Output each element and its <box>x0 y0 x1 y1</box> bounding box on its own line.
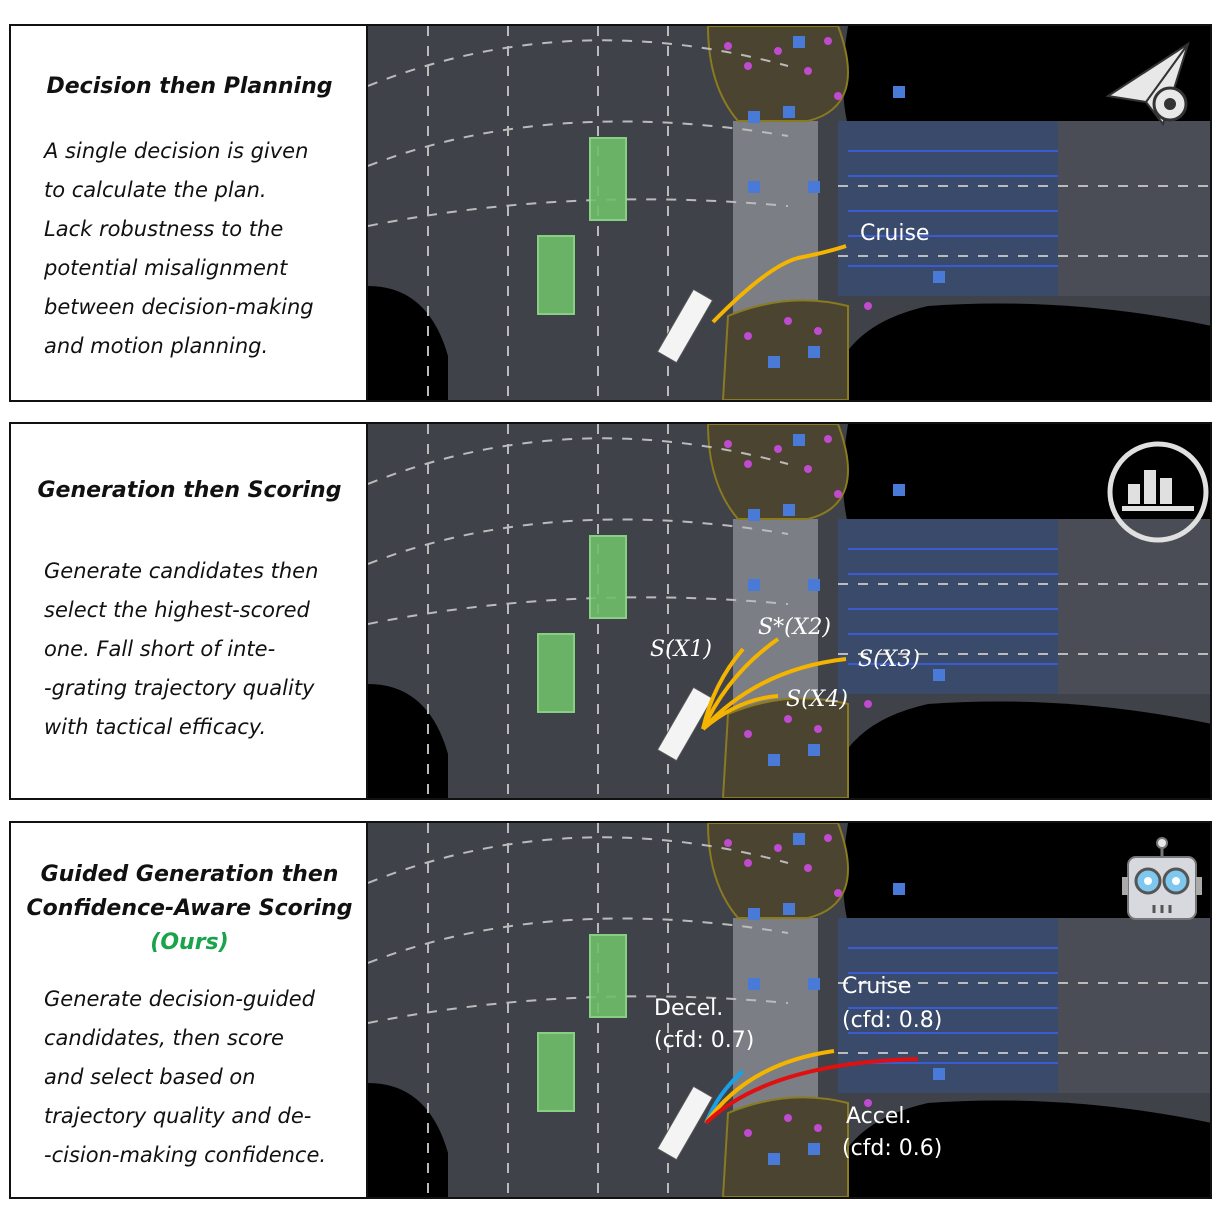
panel-1-line: potential misalignment <box>44 256 288 280</box>
accel-label: Accel. <box>846 1104 912 1129</box>
cruise-trajectory <box>704 1049 835 1125</box>
panel-3-line: and select based on <box>44 1065 256 1089</box>
green-vehicle <box>537 235 575 315</box>
panel-1-line: to calculate the plan. <box>44 178 267 202</box>
panel-3-line: -cision-making confidence. <box>44 1143 327 1167</box>
panel-2-title: Generation then Scoring <box>11 474 368 508</box>
map-background <box>368 823 1210 1197</box>
accel-trajectory <box>704 1057 919 1125</box>
cyclists <box>748 434 945 766</box>
panel-1-line: and motion planning. <box>44 334 269 358</box>
cruise-label: Cruise <box>860 221 929 246</box>
panel-3-line: candidates, then score <box>44 1026 284 1050</box>
map-scene-3: Decel. (cfd: 0.7) Cruise (cfd: 0.8) Acce… <box>368 823 1210 1197</box>
panel-3-title: Guided Generation then Confidence-Aware … <box>11 858 368 960</box>
score-label-x3: S(X3) <box>858 647 920 672</box>
panel-generation-then-scoring: Generation then Scoring Generate candida… <box>9 422 1212 800</box>
map-background <box>368 424 1210 798</box>
panel-1-description: A single decision is given to calculate … <box>44 132 360 366</box>
panel-2-line: with tactical efficacy. <box>44 715 267 739</box>
green-vehicle <box>537 1032 575 1112</box>
decel-confidence: (cfd: 0.7) <box>654 1028 754 1053</box>
panel-2-description: Generate candidates then select the high… <box>44 552 360 747</box>
panel-3-line: trajectory quality and de- <box>44 1104 312 1128</box>
pedestrians <box>724 37 872 340</box>
panel-2-scene: S(X1) S*(X2) S(X3) S(X4) <box>368 424 1210 798</box>
pedestrians <box>724 435 872 738</box>
panel-1-line: A single decision is given <box>44 139 309 163</box>
other-vehicles <box>537 137 627 315</box>
ego-vehicle <box>656 288 714 364</box>
other-vehicles <box>537 934 627 1112</box>
panel-1-text-box: Decision then Planning A single decision… <box>11 26 368 400</box>
cruise-label: Cruise <box>842 974 911 999</box>
panel-2-line: -grating trajectory quality <box>44 676 315 700</box>
map-scene-2: S(X1) S*(X2) S(X3) S(X4) <box>368 424 1210 798</box>
map-background <box>368 26 1210 400</box>
panel-guided-generation-ours: Guided Generation then Confidence-Aware … <box>9 821 1212 1199</box>
green-vehicle <box>589 137 627 221</box>
panel-2-line: select the highest-scored <box>44 598 310 622</box>
panel-2-title-line: Generation then Scoring <box>37 478 342 503</box>
panel-1-title: Decision then Planning <box>11 70 368 104</box>
ego-vehicle <box>656 1085 714 1161</box>
panel-3-text-box: Guided Generation then Confidence-Aware … <box>11 823 368 1197</box>
paper-plane-gear-icon <box>1105 41 1190 127</box>
score-label-x1: S(X1) <box>650 637 712 662</box>
map-scene-1: Cruise <box>368 26 1210 400</box>
panel-2-line: one. Fall short of inte- <box>44 637 276 661</box>
cruise-confidence: (cfd: 0.8) <box>842 1008 942 1033</box>
cruise-trajectory <box>711 244 847 324</box>
panel-1-title-line: Decision then Planning <box>46 74 333 99</box>
ours-label: (Ours) <box>150 930 229 955</box>
panel-3-title-line: Confidence-Aware Scoring <box>26 896 353 921</box>
green-vehicle <box>589 934 627 1018</box>
pedestrians <box>724 834 872 1137</box>
panel-3-description: Generate decision-guided candidates, the… <box>44 980 360 1175</box>
panel-decision-then-planning: Decision then Planning A single decision… <box>9 24 1212 402</box>
panel-1-line: between decision-making <box>44 295 314 319</box>
other-vehicles <box>537 535 627 713</box>
panel-3-title-line: Guided Generation then <box>40 862 339 887</box>
green-vehicle <box>589 535 627 619</box>
panel-3-line: Generate decision-guided <box>44 987 315 1011</box>
panel-1-scene: Cruise <box>368 26 1210 400</box>
candidate-trajectories <box>701 637 847 731</box>
robot-icon <box>1122 837 1202 920</box>
bar-chart-circle-icon <box>1107 441 1209 543</box>
ego-vehicle <box>656 686 714 762</box>
panel-1-line: Lack robustness to the <box>44 217 284 241</box>
cyclists <box>748 833 945 1165</box>
score-label-x4: S(X4) <box>786 687 848 712</box>
score-label-x2: S*(X2) <box>758 615 831 640</box>
accel-confidence: (cfd: 0.6) <box>842 1136 942 1161</box>
decel-label: Decel. <box>654 996 723 1021</box>
cyclists <box>748 36 945 368</box>
panel-2-text-box: Generation then Scoring Generate candida… <box>11 424 368 798</box>
panel-3-scene: Decel. (cfd: 0.7) Cruise (cfd: 0.8) Acce… <box>368 823 1210 1197</box>
green-vehicle <box>537 633 575 713</box>
panel-2-line: Generate candidates then <box>44 559 319 583</box>
